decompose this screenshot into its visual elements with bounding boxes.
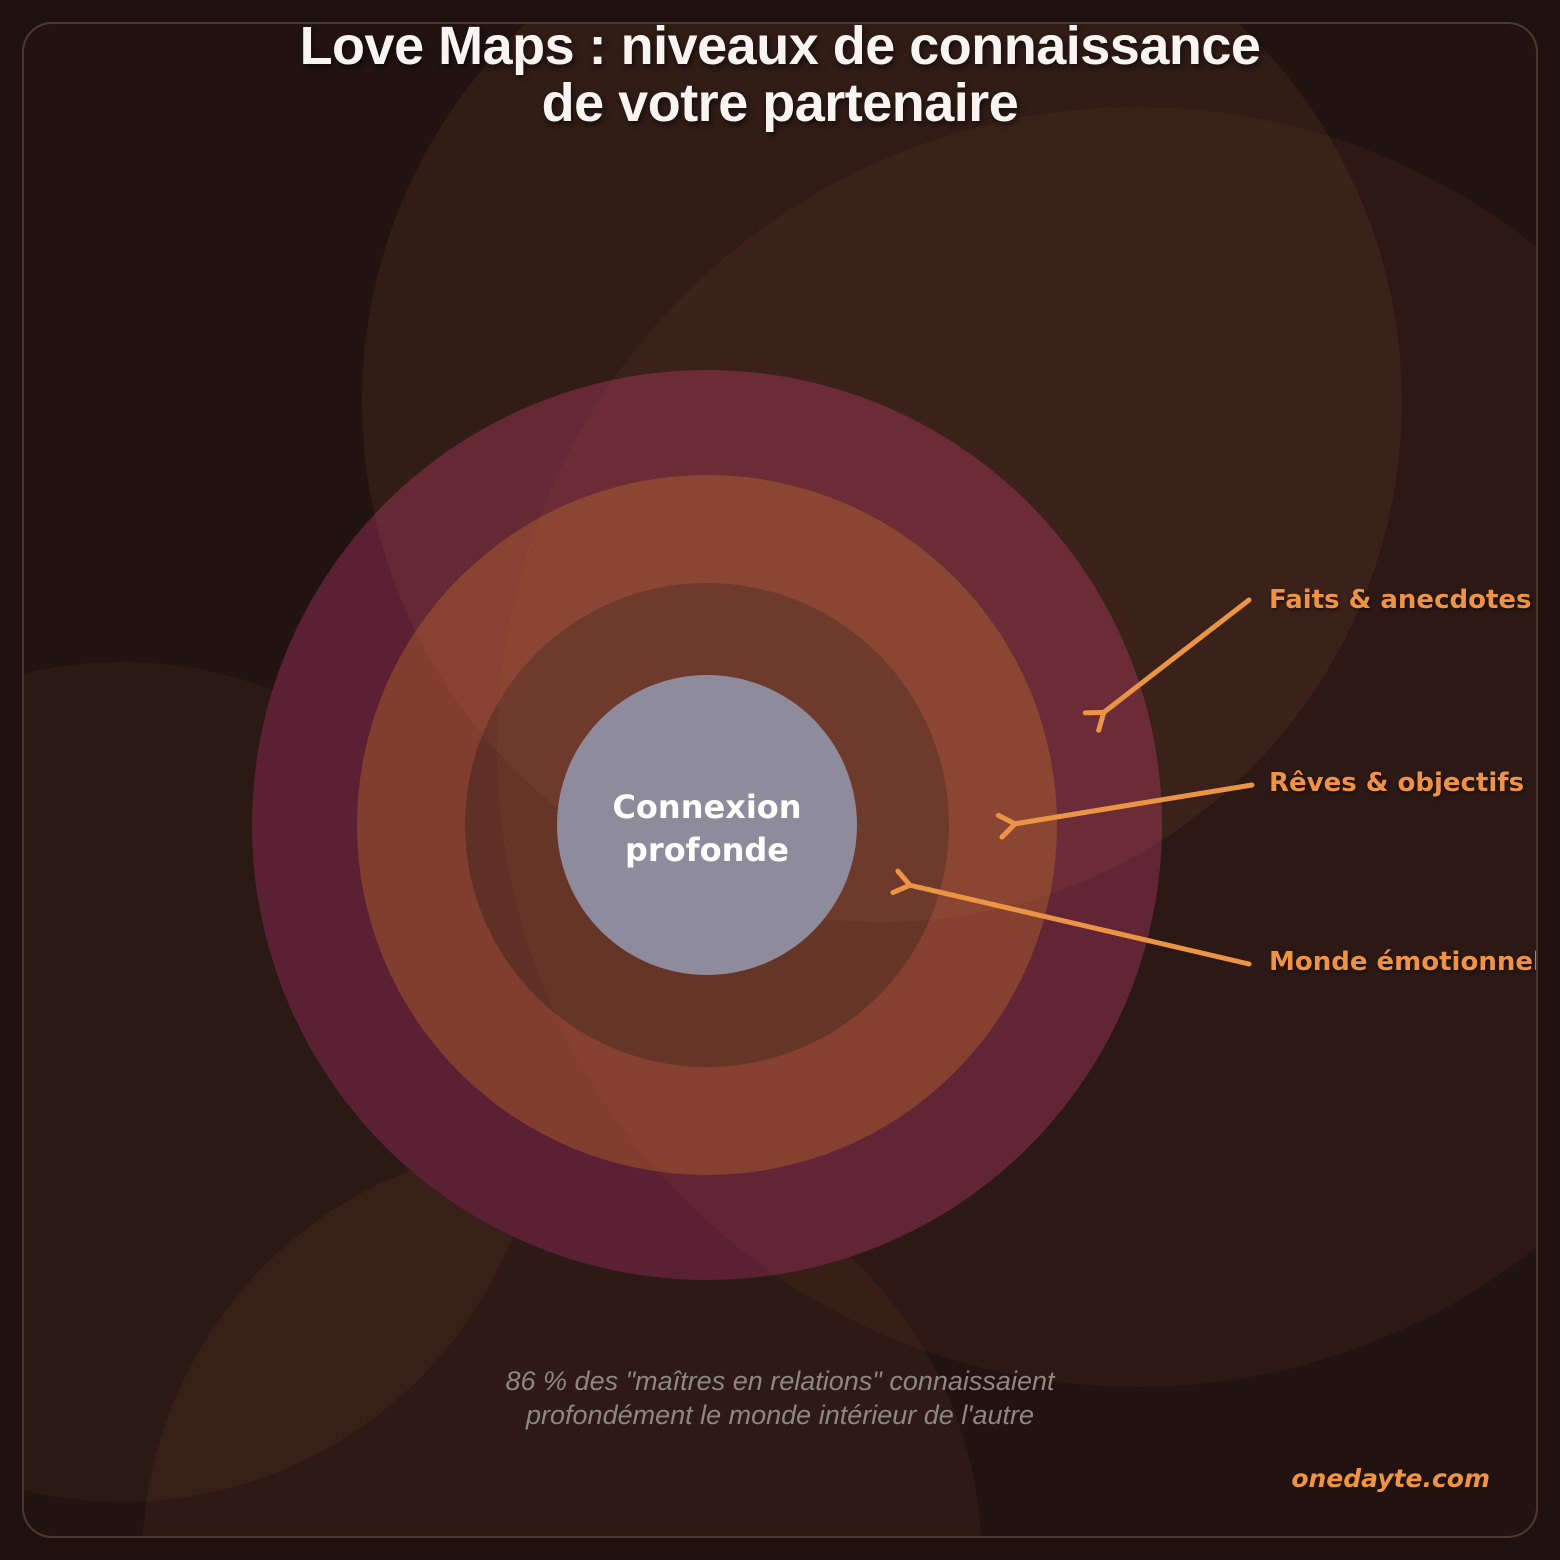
callout-label-reves-objectifs: Rêves & objectifs [1269, 768, 1525, 798]
arrow-faits-anecdotes [1082, 597, 1252, 733]
rounded-frame: Connexion profonde Love Maps : niveaux d… [22, 22, 1538, 1538]
center-label: Connexion profonde [612, 778, 801, 872]
watermark-link[interactable]: onedayte.com [1291, 1464, 1490, 1493]
arrow-monde-emotionnel [890, 868, 1252, 967]
center-label-line2: profonde [625, 831, 789, 869]
arrow-reves-objectifs [995, 782, 1255, 840]
callout-arrows [890, 597, 1255, 967]
statistic-caption-line1: 86 % des "maîtres en relations" connaiss… [505, 1366, 1055, 1396]
center-label-line1: Connexion [612, 788, 802, 826]
page-title-line2: de votre partenaire [541, 73, 1019, 133]
ring-connexion-profonde: Connexion profonde [557, 675, 857, 975]
callout-label-monde-emotionnel: Monde émotionnel [1269, 947, 1538, 977]
page-title-line1: Love Maps : niveaux de connaissance [299, 22, 1261, 76]
page-title: Love Maps : niveaux de connaissance de v… [24, 22, 1536, 133]
statistic-caption-line2: profondément le monde intérieur de l'aut… [526, 1400, 1034, 1430]
callout-label-faits-anecdotes: Faits & anecdotes [1269, 585, 1532, 615]
statistic-caption: 86 % des "maîtres en relations" connaiss… [24, 1364, 1536, 1432]
